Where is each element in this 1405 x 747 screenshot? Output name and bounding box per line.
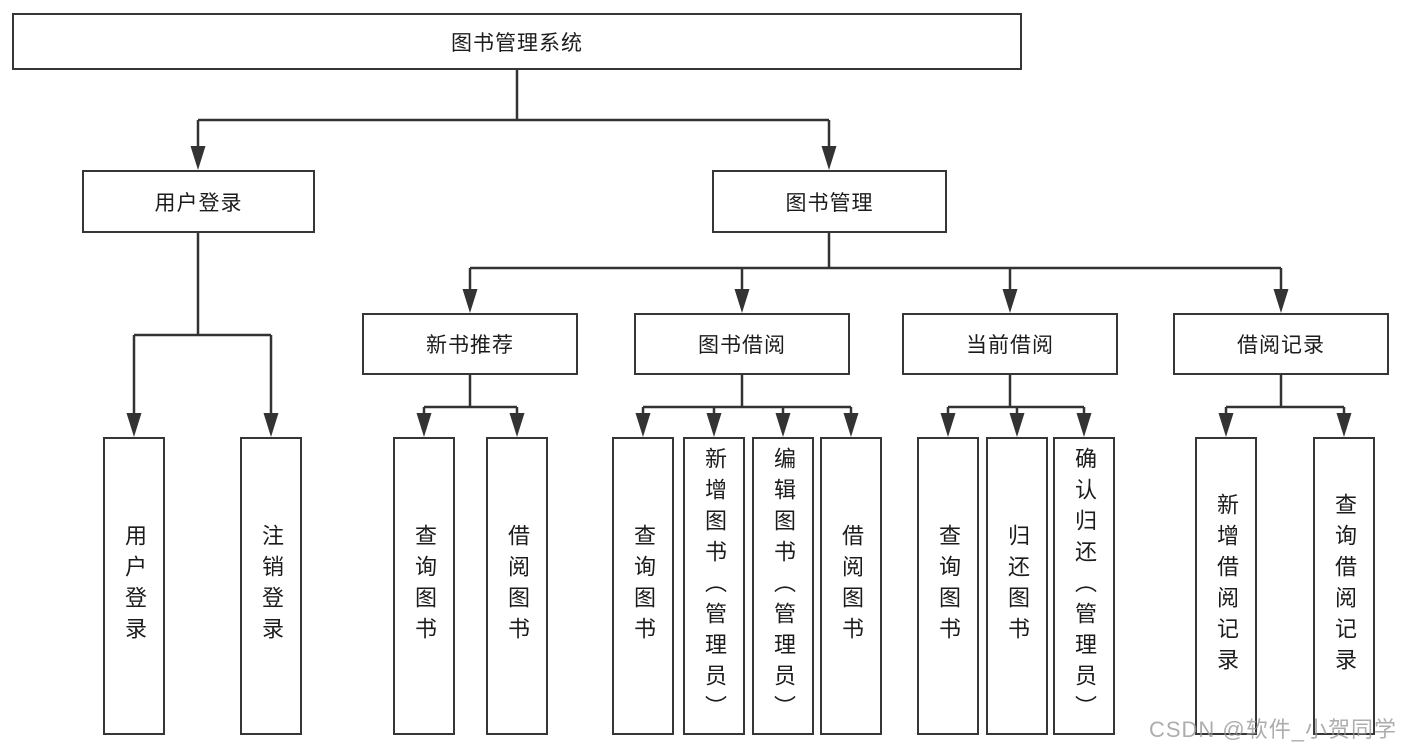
node-leaf-borrow-books-recommend: 借阅图书 (486, 437, 548, 735)
node-label: 新增借阅记录 (1214, 493, 1239, 679)
node-leaf-query-borrow-record: 查询借阅记录 (1313, 437, 1375, 735)
node-label: 查询图书 (412, 524, 437, 648)
node-leaf-confirm-return-admin: 确认归还（管理员） (1053, 437, 1115, 735)
node-label: 借阅图书 (839, 524, 864, 648)
node-user-login: 用户登录 (82, 170, 315, 233)
node-leaf-return-books: 归还图书 (986, 437, 1048, 735)
node-label: 借阅记录 (1237, 334, 1325, 357)
node-label: 用户登录 (154, 191, 243, 215)
node-label: 借阅图书 (505, 524, 530, 648)
node-label: 查询图书 (631, 524, 656, 648)
node-new-book-recommendation: 新书推荐 (362, 313, 578, 375)
node-label: 新增图书（管理员） (702, 446, 727, 726)
node-label: 查询图书 (936, 524, 961, 648)
node-label: 确认归还（管理员） (1072, 446, 1097, 726)
node-label: 用户登录 (122, 524, 147, 648)
node-book-borrowing: 图书借阅 (634, 313, 850, 375)
node-leaf-logout: 注销登录 (240, 437, 302, 735)
node-label: 查询借阅记录 (1332, 493, 1357, 679)
node-leaf-add-book-admin: 新增图书（管理员） (683, 437, 745, 735)
node-leaf-query-books-current: 查询图书 (917, 437, 979, 735)
arrowheads (126, 146, 1352, 437)
node-leaf-user-login: 用户登录 (103, 437, 165, 735)
node-label: 图书借阅 (698, 334, 786, 357)
csdn-watermark: CSDN @软件_小贺同学 (1148, 717, 1397, 742)
node-root-library-system: 图书管理系统 (12, 13, 1022, 70)
node-label: 归还图书 (1005, 524, 1030, 648)
node-leaf-borrow-books: 借阅图书 (820, 437, 882, 735)
node-label: 图书管理系统 (451, 31, 583, 55)
node-book-management: 图书管理 (712, 170, 947, 233)
node-label: 编辑图书（管理员） (771, 446, 796, 726)
node-label: 新书推荐 (426, 334, 514, 357)
node-leaf-query-books-borrowing: 查询图书 (612, 437, 674, 735)
node-current-borrowing: 当前借阅 (902, 313, 1118, 375)
node-borrowing-records: 借阅记录 (1173, 313, 1389, 375)
node-leaf-add-borrow-record: 新增借阅记录 (1195, 437, 1257, 735)
node-leaf-edit-book-admin: 编辑图书（管理员） (752, 437, 814, 735)
node-leaf-query-books-recommend: 查询图书 (393, 437, 455, 735)
node-label: 注销登录 (259, 524, 284, 648)
node-label: 图书管理 (785, 191, 874, 215)
node-label: 当前借阅 (966, 334, 1054, 357)
